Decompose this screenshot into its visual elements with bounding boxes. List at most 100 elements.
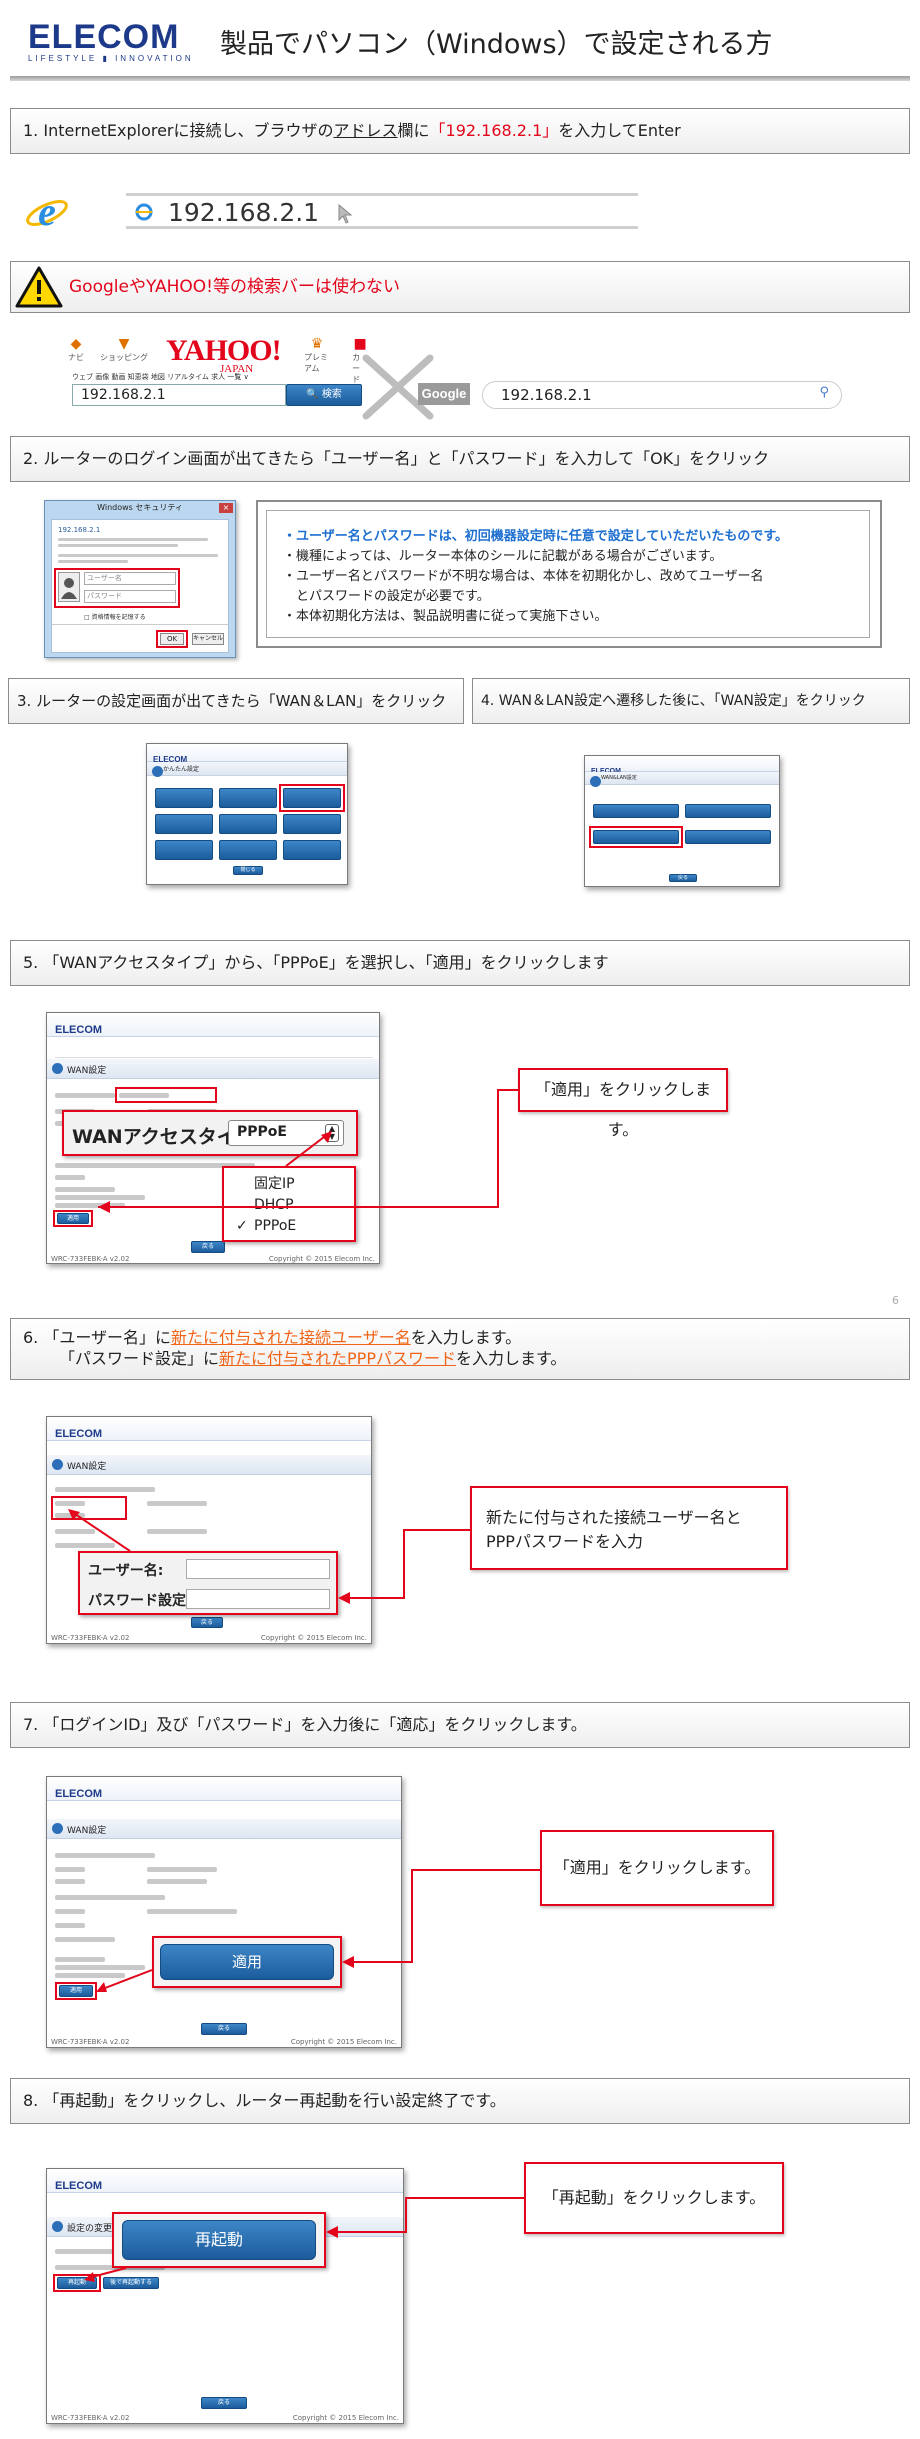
restart-callout: 「再起動」をクリックします。 [524, 2162, 784, 2234]
form-line [55, 1501, 85, 1506]
step-6-arrows [68, 1509, 470, 1604]
form-line [55, 1853, 155, 1858]
menu-tile-wan-lan[interactable] [283, 788, 341, 808]
shot-divider [55, 1057, 373, 1058]
shot-logo: ELECOM [55, 1024, 103, 1036]
access-type-select[interactable]: PPPoE ▲▼ [228, 1120, 344, 1146]
wan-settings-screenshot-7: ELECOM WAN設定 適用 戻る WRC-733FEBK-A v2.02 C… [46, 1776, 402, 2048]
footer-left: WRC-733FEBK-A v2.02 [51, 1634, 130, 1642]
yahoo-logo: YAHOO! [166, 334, 282, 367]
footer-left: WRC-733FEBK-A v2.02 [51, 1255, 130, 1263]
apply-zoom: 適用 [152, 1936, 342, 1988]
yahoo-top-icons: ◆ナビ ▼ショッピング [68, 336, 148, 363]
internet-explorer-icon: e [22, 187, 72, 237]
restart-button-large[interactable]: 再起動 [122, 2220, 316, 2260]
step-7-bar: 7. 「ログインID」及び「パスワード」を入力後に「適応」をクリックします。 [10, 1702, 910, 1748]
back-button[interactable]: 戻る [669, 874, 697, 882]
form-line [55, 1543, 115, 1548]
password-input[interactable] [186, 1589, 330, 1609]
back-button[interactable]: 戻る [201, 2023, 247, 2035]
footer-right: Copyright © 2015 Elecom Inc. [268, 1255, 375, 1263]
form-line [55, 1909, 85, 1914]
form-line [119, 1093, 169, 1098]
step-6-bar: 6. 「ユーザー名」に新たに付与された接続ユーザー名を入力します。 「パスワード… [10, 1318, 910, 1380]
close-button[interactable]: 閉じる [233, 866, 263, 875]
wan-settings-tile[interactable] [593, 830, 679, 844]
shot-subbar: WAN&LAN設定 [585, 772, 779, 787]
credentials-highlight [54, 568, 180, 608]
username-label: ユーザー名: [88, 1563, 164, 1579]
page-icon [134, 202, 154, 222]
form-line [147, 1529, 207, 1534]
footer-right: Copyright © 2015 Elecom Inc. [292, 2414, 399, 2422]
apply-button-small[interactable]: 適用 [57, 1213, 89, 1224]
router-menu-screenshot: ELECOM かんたん設定 閉じる [146, 743, 348, 885]
shot-sub-title: WAN&LAN設定 [601, 775, 637, 781]
access-type-options: 固定IP DHCP ✓PPPoE [222, 1166, 356, 1242]
apply-callout-7: 「適用」をクリックします。 [540, 1830, 774, 1906]
menu-tile[interactable] [155, 840, 213, 860]
access-type-value: PPPoE [237, 1124, 287, 1140]
footer-left: WRC-733FEBK-A v2.02 [51, 2038, 130, 2046]
step-1-post: を入力してEnter [558, 121, 681, 140]
back-button[interactable]: 戻る [201, 2397, 247, 2409]
back-button[interactable]: 戻る [191, 1241, 225, 1253]
access-type-highlight-small [115, 1087, 217, 1103]
form-line [147, 1867, 217, 1872]
option-dhcp[interactable]: DHCP [254, 1197, 294, 1213]
back-button[interactable]: 戻る [191, 1617, 223, 1628]
search-icon: ⚲ [819, 385, 829, 400]
shot-subbar: WAN設定 [47, 1819, 401, 1839]
dialog-username-input[interactable]: ユーザー名 [84, 572, 176, 585]
menu-tile[interactable] [155, 814, 213, 834]
callout-line-2: PPPパスワードを入力 [486, 1532, 643, 1551]
step-3-bar: 3. ルーターの設定画面が出てきたら「WAN＆LAN」をクリック [8, 678, 464, 724]
apply-button-large[interactable]: 適用 [160, 1944, 334, 1980]
search-icon: 🔍 [306, 389, 322, 400]
yahoo-search-button[interactable]: 🔍 検索 [286, 384, 362, 406]
menu-tile[interactable] [685, 830, 771, 844]
menu-tile[interactable] [685, 804, 771, 818]
menu-tile[interactable] [283, 840, 341, 860]
dialog-cancel-button[interactable]: キャンセル [192, 633, 224, 645]
dialog-remember-checkbox[interactable]: □ 資格情報を記憶する [84, 614, 146, 621]
menu-tile[interactable] [219, 814, 277, 834]
form-line [55, 1973, 125, 1978]
apply-button-small[interactable]: 適用 [59, 1985, 93, 1997]
form-line [55, 1957, 105, 1962]
yahoo-right-icons: ♛プレミアム ■カード [304, 336, 368, 385]
footer-right: Copyright © 2015 Elecom Inc. [290, 2038, 397, 2046]
restart-later-button[interactable]: 後で再起動する [103, 2277, 159, 2289]
yahoo-icon-card: ■カード [352, 336, 367, 384]
menu-tile[interactable] [593, 804, 679, 818]
elecom-logo: ELECOM [28, 18, 180, 56]
close-icon[interactable]: × [219, 503, 233, 513]
option-pppoe[interactable]: ✓PPPoE [236, 1216, 354, 1237]
user-avatar-icon [58, 572, 80, 602]
form-line [55, 2249, 125, 2254]
dialog-desc-line [58, 538, 208, 541]
form-line [55, 1093, 115, 1098]
google-search-input[interactable]: 192.168.2.1 ⚲ [482, 381, 842, 409]
shot-logo: ELECOM [591, 768, 621, 775]
yahoo-search-input[interactable]: 192.168.2.1 [72, 384, 286, 406]
dialog-title: Windows セキュリティ [97, 503, 183, 512]
form-line [55, 1513, 85, 1518]
yahoo-icon-premium: ♛プレミアム [304, 336, 328, 373]
ok-highlight [156, 630, 188, 648]
menu-tile[interactable] [219, 788, 277, 808]
dialog-password-input[interactable]: パスワード [84, 590, 176, 603]
menu-tile[interactable] [155, 788, 213, 808]
menu-tile[interactable] [219, 840, 277, 860]
shot-subbar: かんたん設定 [147, 762, 347, 777]
form-line [147, 1501, 207, 1506]
step-7-arrows [96, 1869, 540, 1992]
menu-tile[interactable] [283, 814, 341, 834]
google-search-value: 192.168.2.1 [501, 386, 592, 404]
dialog-ok-button[interactable]: OK [160, 633, 184, 645]
address-bar[interactable]: 192.168.2.1 [126, 193, 638, 229]
option-static-ip[interactable]: 固定IP [254, 1176, 295, 1192]
shot-header: ELECOM [47, 2169, 403, 2193]
username-input[interactable] [186, 1559, 330, 1579]
apply-highlight [55, 1982, 97, 2000]
